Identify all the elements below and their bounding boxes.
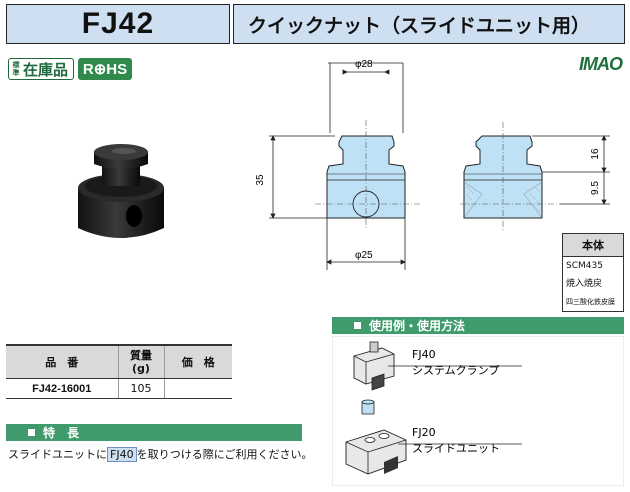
features-bar: 特 長 bbox=[6, 424, 302, 441]
material-line2: 焼入焼戻 bbox=[566, 279, 603, 289]
dim-height: 35 bbox=[255, 174, 266, 186]
imao-logo: IMAO bbox=[579, 54, 623, 74]
material-line1: SCM435 bbox=[566, 261, 603, 271]
col-mass: 質量 (g) bbox=[118, 344, 165, 379]
usage-title: 使用例・使用方法 bbox=[369, 319, 466, 333]
table-row: FJ42-16001 105 bbox=[6, 378, 232, 399]
stock-badge: 標準 在庫品 bbox=[8, 58, 74, 80]
front-view-drawing: φ28 35 φ25 bbox=[255, 59, 420, 270]
usage-bar: 使用例・使用方法 bbox=[332, 317, 624, 334]
dim-bottom-diameter: φ25 bbox=[355, 250, 373, 261]
material-table: 本体 SCM435 焼入焼戻 四三酸化鉄皮膜 bbox=[562, 233, 624, 312]
usage-label1-code: FJ40 bbox=[412, 348, 436, 361]
product-code: FJ42 bbox=[6, 4, 230, 44]
dim-upper: 16 bbox=[590, 148, 601, 160]
square-icon bbox=[28, 429, 35, 436]
cell-price bbox=[164, 378, 232, 399]
dim-lower: 9.5 bbox=[590, 181, 601, 195]
product-photo bbox=[78, 144, 164, 238]
cell-part-no: FJ42-16001 bbox=[6, 378, 119, 399]
rohs-badge: R⊕HS bbox=[78, 58, 132, 80]
features-text-before: スライドユニットに bbox=[8, 448, 107, 461]
usage-label2-code: FJ20 bbox=[412, 426, 436, 439]
stock-badge-label: 在庫品 bbox=[23, 60, 69, 79]
features-title: 特 長 bbox=[43, 426, 80, 440]
spec-table: 品 番 質量 (g) 価 格 FJ42-16001 105 bbox=[6, 344, 232, 399]
product-title: クイックナット（スライドユニット用） bbox=[233, 4, 625, 44]
material-header: 本体 bbox=[562, 233, 624, 257]
usage-label1-name: システムクランプ bbox=[412, 364, 499, 377]
section-view-drawing: 16 9.5 bbox=[460, 122, 610, 230]
usage-label2-name: スライドユニット bbox=[412, 442, 500, 455]
features-highlight: FJ40 bbox=[107, 447, 137, 462]
cell-mass: 105 bbox=[118, 378, 165, 399]
features-text-after: を取りつける際にご利用ください。 bbox=[136, 448, 313, 461]
material-line3: 四三酸化鉄皮膜 bbox=[566, 298, 615, 306]
dim-top-diameter: φ28 bbox=[355, 59, 373, 70]
usage-illustration: FJ40 システムクランプ FJ20 スライドユニット bbox=[332, 336, 624, 486]
col-price: 価 格 bbox=[164, 344, 232, 379]
square-icon bbox=[354, 322, 361, 329]
col-part-no: 品 番 bbox=[6, 344, 119, 379]
stock-badge-small: 標準 bbox=[12, 61, 20, 77]
